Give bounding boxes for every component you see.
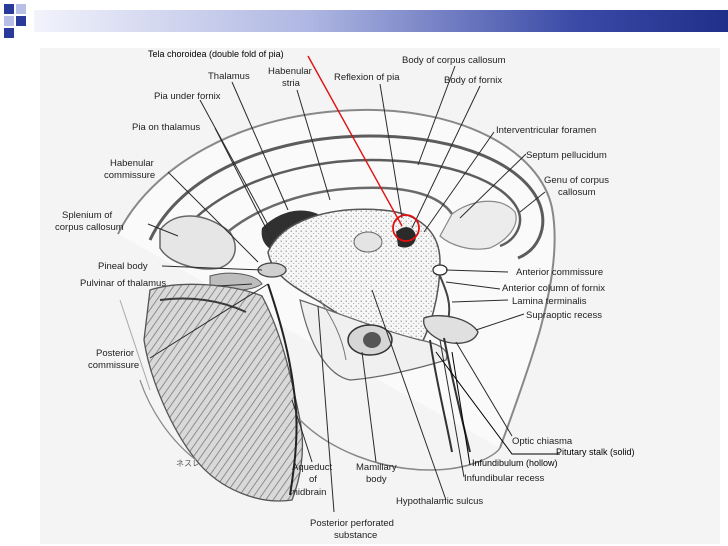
label-body-of-fornix: Body of fornix (444, 75, 503, 86)
label-splenium-line1: Splenium of (62, 210, 113, 221)
label-posterior-perforated-line1: Posterior perforated (310, 518, 394, 529)
artist-signature: ネスレ (176, 459, 200, 468)
label-thalamus: Thalamus (208, 71, 250, 82)
label-aqueduct-line2: of (309, 474, 317, 485)
label-pia-on-thalamus: Pia on thalamus (132, 122, 201, 133)
label-habenular-commissure-line1: Habenular (110, 158, 154, 169)
label-supraoptic-recess: Supraoptic recess (526, 310, 603, 321)
label-genu-line2: callosum (558, 187, 596, 198)
label-splenium-line2: corpus callosum (55, 222, 124, 233)
corner-square-5 (4, 28, 14, 38)
label-body-of-corpus-callosum: Body of corpus callosum (402, 55, 506, 66)
label-mamillary-body-line1: Mamillary (356, 462, 397, 473)
label-posterior-commissure-line2: commissure (88, 360, 140, 371)
label-lamina-terminalis: Lamina terminalis (512, 296, 587, 307)
label-pulvinar-of-thalamus: Pulvinar of thalamus (80, 278, 167, 289)
label-pineal-body: Pineal body (98, 261, 148, 272)
label-posterior-perforated-line2: substance (334, 530, 378, 541)
header-bar (34, 10, 728, 32)
corner-square-3 (4, 16, 14, 26)
label-septum-pellucidum: Septum pellucidum (526, 150, 607, 161)
label-anterior-commissure: Anterior commissure (516, 267, 604, 278)
label-pia-under-fornix: Pia under fornix (154, 91, 221, 102)
annotation-pituitary-stalk: Pitutary stalk (solid) (556, 447, 635, 457)
label-habenular-stria-line2: stria (282, 78, 300, 89)
label-habenular-stria-line1: Habenular (268, 66, 312, 77)
label-aqueduct-line1: Aqueduct (292, 462, 333, 473)
corner-square-2 (16, 4, 26, 14)
label-optic-chiasma: Optic chiasma (512, 436, 573, 447)
label-aqueduct-line3: midbrain (290, 487, 327, 498)
annotation-tela-choroidea: Tela choroidea (double fold of pia) (148, 49, 284, 59)
label-habenular-commissure-line2: commissure (104, 170, 156, 181)
label-mamillary-body-line2: body (366, 474, 387, 485)
label-hypothalamic-sulcus: Hypothalamic sulcus (396, 496, 484, 507)
corner-square-4 (16, 16, 26, 26)
label-anterior-column-of-fornix: Anterior column of fornix (502, 283, 605, 294)
label-reflexion-of-pia: Reflexion of pia (334, 72, 400, 83)
corner-square-1 (4, 4, 14, 14)
label-genu-line1: Genu of corpus (544, 175, 609, 186)
annotation-infundibulum: Infundibulum (hollow) (472, 458, 558, 468)
label-interventricular-foramen: Interventricular foramen (496, 125, 597, 136)
label-posterior-commissure-line1: Posterior (96, 348, 135, 359)
label-infundibular-recess: Infundibular recess (464, 473, 545, 484)
